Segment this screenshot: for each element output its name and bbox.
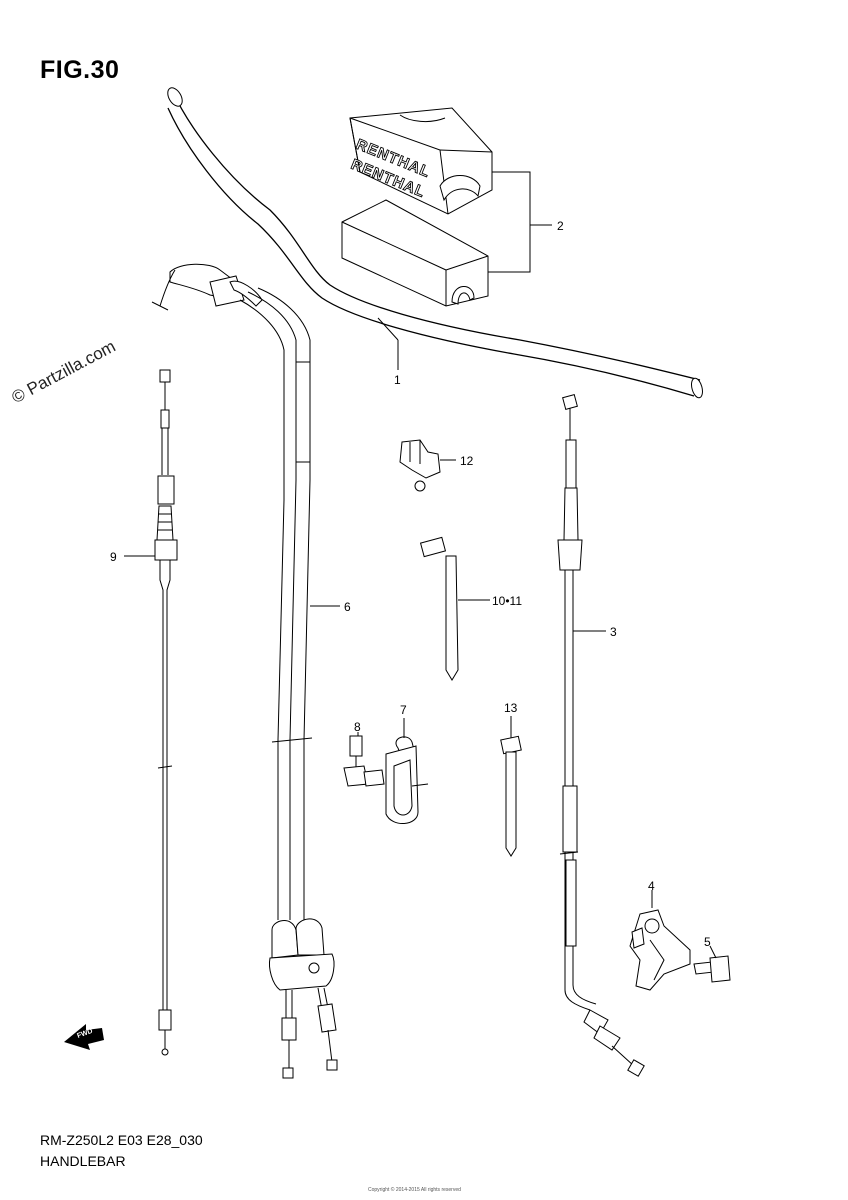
callout-9[interactable]: 9 [110, 550, 117, 564]
holder-bracket-part[interactable] [629, 909, 691, 991]
model-code: RM-Z250L2 E03 E28_030 [40, 1132, 203, 1148]
callout-8[interactable]: 8 [354, 720, 361, 734]
bolt-part-8[interactable] [343, 735, 385, 787]
clutch-cable-part[interactable] [557, 394, 645, 1077]
diagram-caption: HANDLEBAR [40, 1153, 126, 1169]
handlebar-part[interactable] [165, 85, 705, 399]
cable-guide-part[interactable] [385, 736, 429, 824]
callout-3[interactable]: 3 [610, 625, 617, 639]
forward-arrow-icon: FWD [64, 1024, 104, 1050]
fig-title: FIG.30 [40, 56, 120, 84]
footer-copyright: Copyright © 2014-2015 All rights reserve… [368, 1187, 461, 1193]
hot-start-cable-part[interactable] [154, 369, 178, 1056]
callout-4[interactable]: 4 [648, 879, 655, 893]
callout-7[interactable]: 7 [400, 703, 407, 717]
long-cable-tie-part[interactable] [419, 536, 459, 681]
small-cable-tie-part[interactable] [500, 735, 522, 857]
callout-1[interactable]: 1 [394, 373, 401, 387]
callout-6[interactable]: 6 [344, 600, 351, 614]
callout-12[interactable]: 12 [460, 454, 474, 468]
throttle-cable-part[interactable] [151, 263, 338, 1079]
callout-10-11[interactable]: 10•11 [492, 594, 522, 608]
clamp-part[interactable] [399, 439, 441, 492]
handlebar-pad-part[interactable]: RENTHAL RENTHAL [341, 107, 493, 307]
callout-5[interactable]: 5 [704, 935, 711, 949]
bolt-part-5[interactable] [693, 955, 731, 983]
callout-2[interactable]: 2 [557, 219, 564, 233]
callout-13[interactable]: 13 [504, 701, 518, 715]
